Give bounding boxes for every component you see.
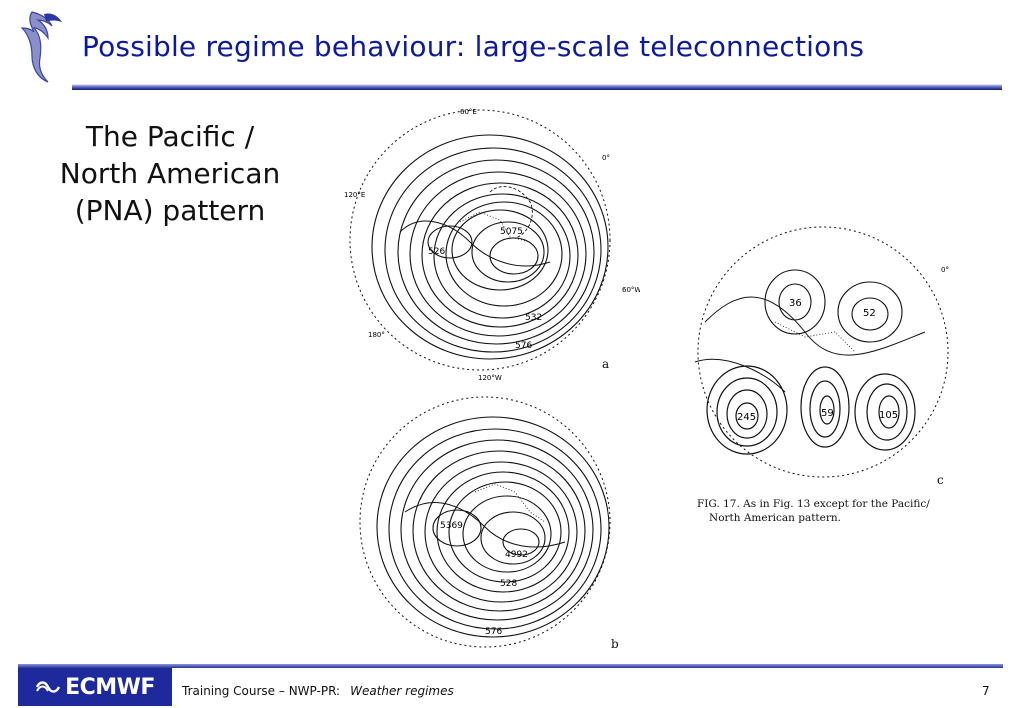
caption-line: FIG. 17. As in Fig. 13 except for the Pa… — [697, 498, 930, 510]
map-c-center-label: 59 — [821, 408, 834, 419]
map-c-svg: 0° 245 59 105 36 52 c — [694, 226, 949, 487]
map-a-svg: 60°E 120°E 180° 120°W 60°W 0° 526 5075 5… — [344, 108, 640, 382]
caption-line: North American pattern. — [709, 512, 841, 524]
map-a-lon-label: 180° — [368, 331, 385, 339]
map-a-contour-label: 526 — [428, 247, 445, 257]
map-a-lon-label: 0° — [602, 154, 610, 162]
map-a-lat-label: 60°E — [460, 108, 477, 116]
page-number: 7 — [982, 684, 990, 698]
title-divider — [72, 84, 1002, 90]
map-b-panel-letter: b — [611, 637, 619, 651]
subtitle-line: (PNA) pattern — [74, 194, 266, 227]
footer-course: Training Course – NWP-PR: Weather regimes — [182, 684, 454, 698]
slide-subtitle: The Pacific / North American (PNA) patte… — [30, 118, 310, 229]
map-c-center-label: 105 — [879, 410, 898, 421]
map-a-panel-letter: a — [602, 357, 609, 371]
map-c-center-label: 52 — [863, 308, 876, 319]
slide-title: Possible regime behaviour: large-scale t… — [82, 30, 865, 63]
subtitle-line: North American — [59, 157, 281, 190]
footer-topic: Weather regimes — [350, 684, 454, 698]
map-a-lon-label: 120°W — [478, 374, 502, 382]
footer-divider — [18, 664, 1003, 668]
map-b-contour-label: 4992 — [505, 550, 528, 560]
map-c-center-label: 36 — [789, 298, 802, 309]
ecmwf-logo-text: ECMWF — [65, 674, 155, 700]
map-a-lon-label: 60°W — [622, 286, 640, 294]
ecmwf-logo: ECMWF — [18, 668, 172, 706]
map-c-center-label: 245 — [737, 412, 756, 423]
ecmwf-bird-logo — [20, 11, 62, 83]
subtitle-line: The Pacific / — [85, 120, 255, 153]
map-a-lon-label: 120°E — [344, 191, 365, 199]
map-a-figure: 60°E 120°E 180° 120°W 60°W 0° 526 5075 5… — [340, 102, 640, 382]
map-b-contour-label: 5369 — [440, 521, 463, 531]
map-b-svg: 5369 4992 528 576 b — [359, 396, 619, 651]
map-a-contour-label: 5075 — [500, 227, 523, 237]
figure-caption: FIG. 17. As in Fig. 13 except for the Pa… — [697, 497, 977, 525]
map-c-lon-label: 0° — [941, 266, 949, 274]
map-c-panel-letter: c — [937, 473, 944, 487]
map-b-contour-label: 576 — [485, 627, 502, 637]
ecmwf-swirl-icon — [35, 681, 61, 693]
map-a-contour-label: 576 — [515, 341, 532, 351]
map-a-contour-label: 532 — [525, 313, 542, 323]
map-c-figure: 0° 245 59 105 36 52 c — [675, 222, 980, 492]
map-b-figure: 5369 4992 528 576 b — [345, 392, 635, 657]
map-b-contour-label: 528 — [500, 579, 517, 589]
footer-course-label: Training Course – NWP-PR: — [182, 684, 341, 698]
